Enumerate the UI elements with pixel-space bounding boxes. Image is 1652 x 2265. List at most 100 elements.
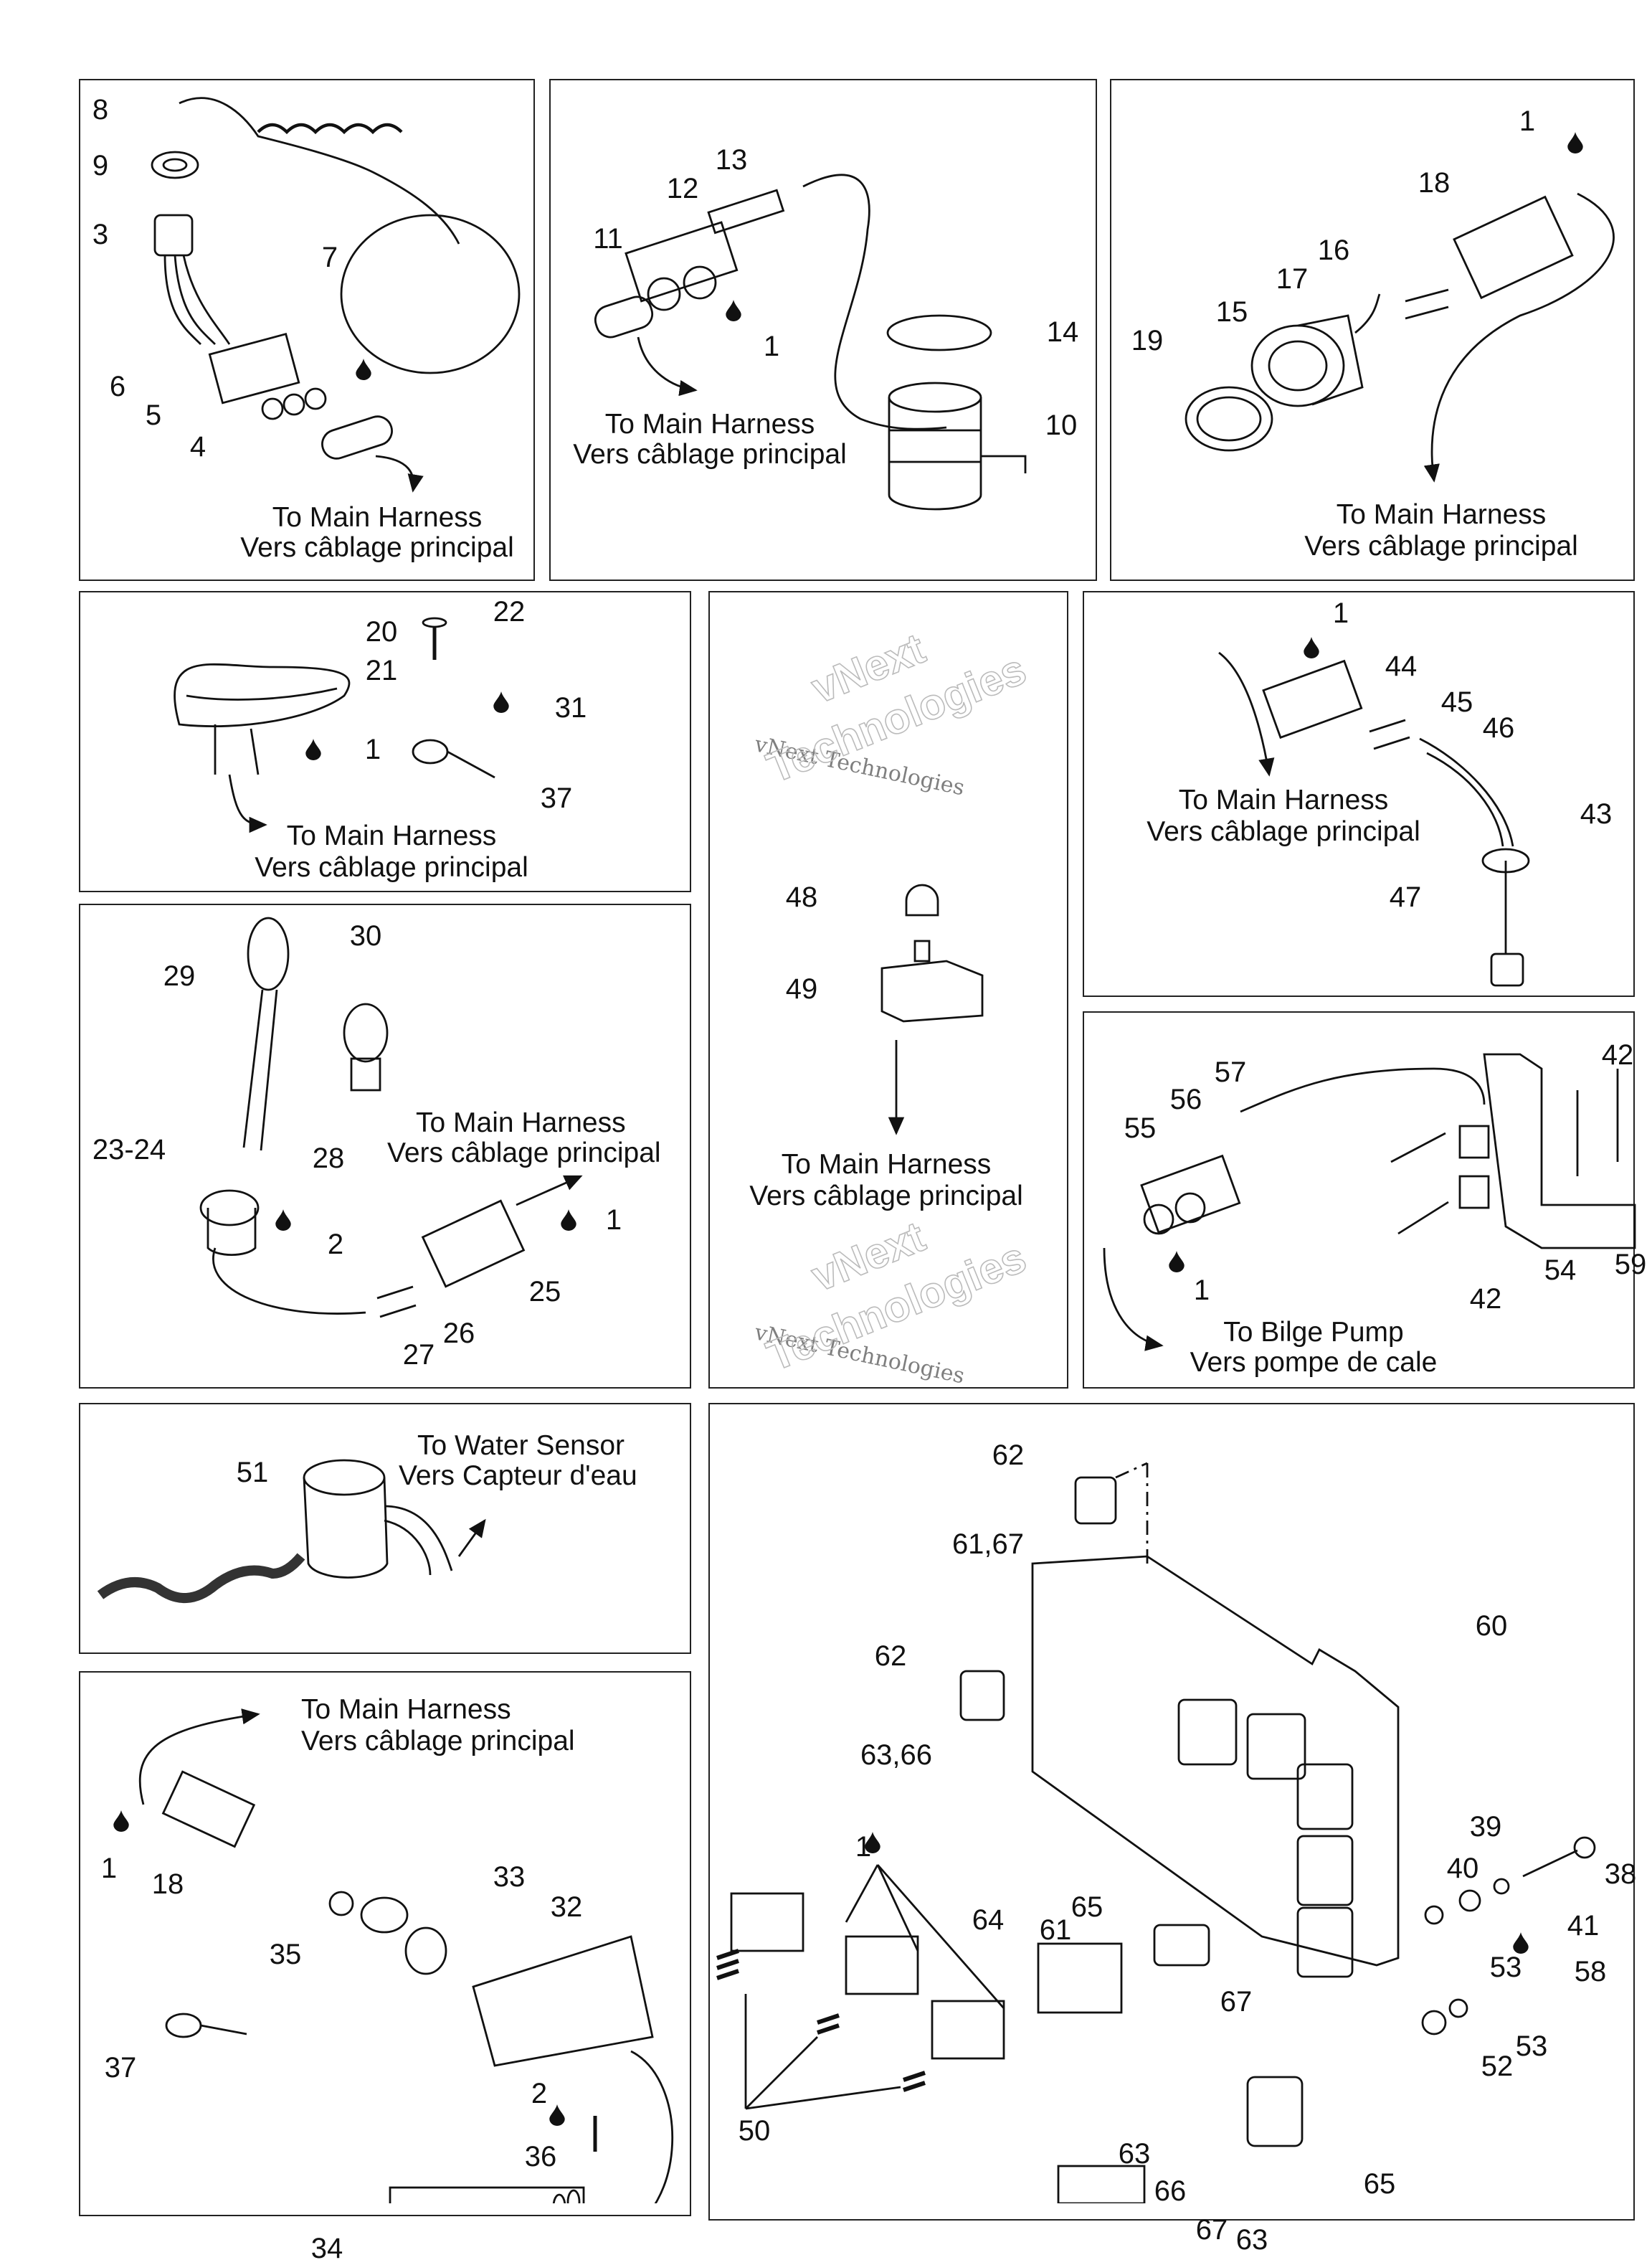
callout-number: 62 — [992, 1440, 1025, 1472]
callout-number: 11 — [593, 224, 623, 255]
panel-6 — [79, 904, 691, 1389]
callout-number: 61 — [1039, 1915, 1072, 1947]
caption-english: To Main Harness — [301, 1694, 511, 1726]
callout-number: 65 — [1071, 1892, 1103, 1924]
panel-3 — [79, 591, 691, 892]
callout-number: 2 — [327, 1229, 344, 1261]
water-sensor-illustration — [138, 1708, 673, 2203]
bow-light-illustration — [174, 617, 495, 833]
callout-number: 30 — [349, 921, 382, 952]
caption-french: Vers Capteur d'eau — [399, 1460, 637, 1492]
callout-number: 25 — [528, 1277, 561, 1308]
droplet-icon — [113, 1810, 129, 1832]
droplet-icon — [726, 300, 741, 321]
panel-5 — [1083, 591, 1635, 997]
callout-number: 4 — [189, 432, 206, 463]
callout-number: 26 — [442, 1318, 475, 1350]
callout-number: 27 — [402, 1340, 435, 1371]
callout-number: 37 — [540, 783, 573, 815]
push-switch-illustration — [880, 884, 984, 1135]
droplet-icon — [305, 739, 321, 760]
panel-4 — [708, 591, 1068, 1389]
caption-french: Vers câblage principal — [749, 1181, 1023, 1212]
callout-number: 37 — [104, 2053, 137, 2084]
caption-french: Vers câblage principal — [301, 1726, 575, 1757]
caption-english: To Main Harness — [416, 1107, 626, 1139]
callout-number: 6 — [109, 372, 126, 403]
callout-number: 34 — [310, 2233, 343, 2265]
droplet-icon — [275, 1209, 291, 1231]
caption-english: To Main Harness — [604, 409, 815, 440]
callout-number: 18 — [151, 1869, 184, 1901]
callout-number: 1 — [855, 1832, 872, 1863]
callout-number: 44 — [1385, 651, 1418, 683]
callout-number: 48 — [785, 882, 818, 914]
caption-english: To Main Harness — [286, 821, 497, 852]
parts-illustrations — [97, 97, 1636, 2203]
caption-english: To Water Sensor — [417, 1430, 625, 1462]
callout-number: 42 — [1469, 1284, 1502, 1315]
panel-2 — [1110, 79, 1635, 581]
callout-number: 45 — [1440, 687, 1473, 719]
droplet-icon — [356, 359, 371, 380]
callout-number: 61,67 — [951, 1529, 1025, 1561]
callout-number: 1 — [364, 734, 381, 766]
callout-number: 52 — [1481, 2051, 1514, 2083]
panel-1 — [549, 79, 1097, 581]
droplet-icon — [1169, 1251, 1185, 1272]
callout-number: 49 — [785, 974, 818, 1006]
callout-number: 50 — [738, 2116, 771, 2147]
callout-number: 3 — [92, 219, 109, 251]
callout-number: 1 — [100, 1853, 118, 1885]
caption-english: To Main Harness — [1336, 499, 1547, 531]
callout-number: 32 — [550, 1892, 583, 1924]
callout-number: 38 — [1604, 1859, 1637, 1891]
panel-9 — [79, 1671, 691, 2216]
caption-english: To Bilge Pump — [1223, 1317, 1404, 1348]
caption-french: Vers câblage principal — [1147, 816, 1420, 848]
callout-number: 31 — [554, 693, 587, 724]
callout-number: 54 — [1544, 1255, 1577, 1287]
panel-10 — [708, 1403, 1635, 2221]
callout-number: 21 — [365, 656, 398, 687]
droplet-icon — [1567, 132, 1583, 153]
callout-number: 67 — [1220, 1987, 1253, 2018]
callout-number: 47 — [1389, 882, 1422, 914]
callout-number: 66 — [1154, 2176, 1187, 2208]
callout-number: 1 — [1193, 1275, 1210, 1307]
fuel-sensor-illustration — [1218, 651, 1530, 987]
callout-number: 58 — [1574, 1957, 1607, 1988]
callout-number: 5 — [145, 400, 162, 432]
callout-number: 18 — [1418, 168, 1451, 199]
callout-number: 19 — [1131, 326, 1164, 357]
callout-number: 1 — [763, 331, 780, 363]
callout-number: 12 — [666, 174, 699, 205]
callout-number: 14 — [1046, 317, 1079, 349]
callout-number: 51 — [236, 1457, 269, 1489]
callout-number: 15 — [1215, 297, 1248, 328]
callout-number: 8 — [92, 95, 109, 126]
droplet-icon — [561, 1209, 576, 1231]
callout-number: 28 — [312, 1143, 345, 1175]
callout-number: 43 — [1580, 799, 1613, 831]
control-module-illustration — [716, 1462, 1596, 2203]
callout-number: 60 — [1475, 1611, 1508, 1642]
caption-french: Vers câblage principal — [255, 852, 528, 884]
buzzer-illustration — [1185, 192, 1615, 483]
droplet-icon — [865, 1832, 880, 1853]
bilge-switch-illustration — [1103, 1053, 1636, 1351]
droplet-icon — [493, 691, 509, 713]
stern-light-illustration — [199, 917, 583, 1318]
caption-french: Vers câblage principal — [240, 532, 514, 564]
callout-number: 41 — [1567, 1911, 1600, 1942]
droplet-icon — [1304, 637, 1319, 658]
callout-number: 62 — [874, 1641, 907, 1673]
callout-number: 16 — [1317, 235, 1350, 267]
callout-number: 57 — [1214, 1057, 1247, 1089]
callout-number: 17 — [1276, 264, 1309, 295]
horn-illustration — [594, 174, 1027, 511]
droplet-icon — [1513, 1932, 1529, 1954]
callout-number: 56 — [1169, 1084, 1202, 1116]
callout-number: 1 — [1332, 598, 1349, 630]
callout-number: 35 — [269, 1939, 302, 1971]
